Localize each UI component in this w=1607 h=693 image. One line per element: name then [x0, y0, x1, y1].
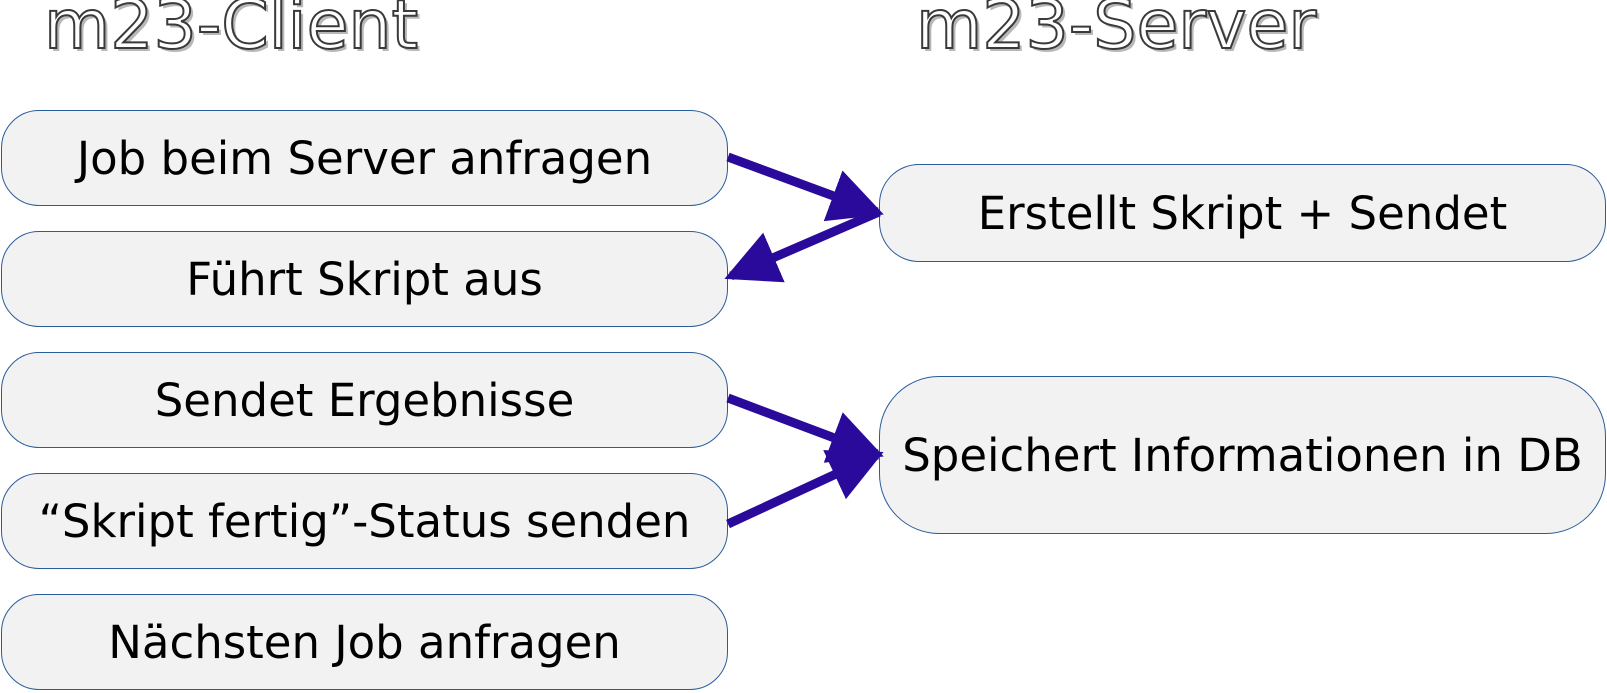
- arrow-server-to-run-script: [724, 207, 881, 283]
- server-step-create-script: Erstellt Skript + Sendet: [879, 164, 1606, 262]
- client-step-send-status: “Skript fertig”-Status senden: [1, 473, 728, 569]
- client-heading: m23-Client: [43, 0, 419, 65]
- arrow-request-to-server: [726, 152, 884, 222]
- client-step-next-job: Nächsten Job anfragen: [1, 594, 728, 690]
- arrow-results-to-db: [726, 393, 884, 463]
- client-step-send-results: Sendet Ergebnisse: [1, 352, 728, 448]
- server-step-store-db: Speichert Informationen in DB: [879, 376, 1606, 534]
- server-heading: m23-Server: [915, 0, 1317, 65]
- client-step-run-script: Führt Skript aus: [1, 231, 728, 327]
- client-step-request-job: Job beim Server anfragen: [1, 110, 728, 206]
- arrow-status-to-db: [726, 450, 884, 529]
